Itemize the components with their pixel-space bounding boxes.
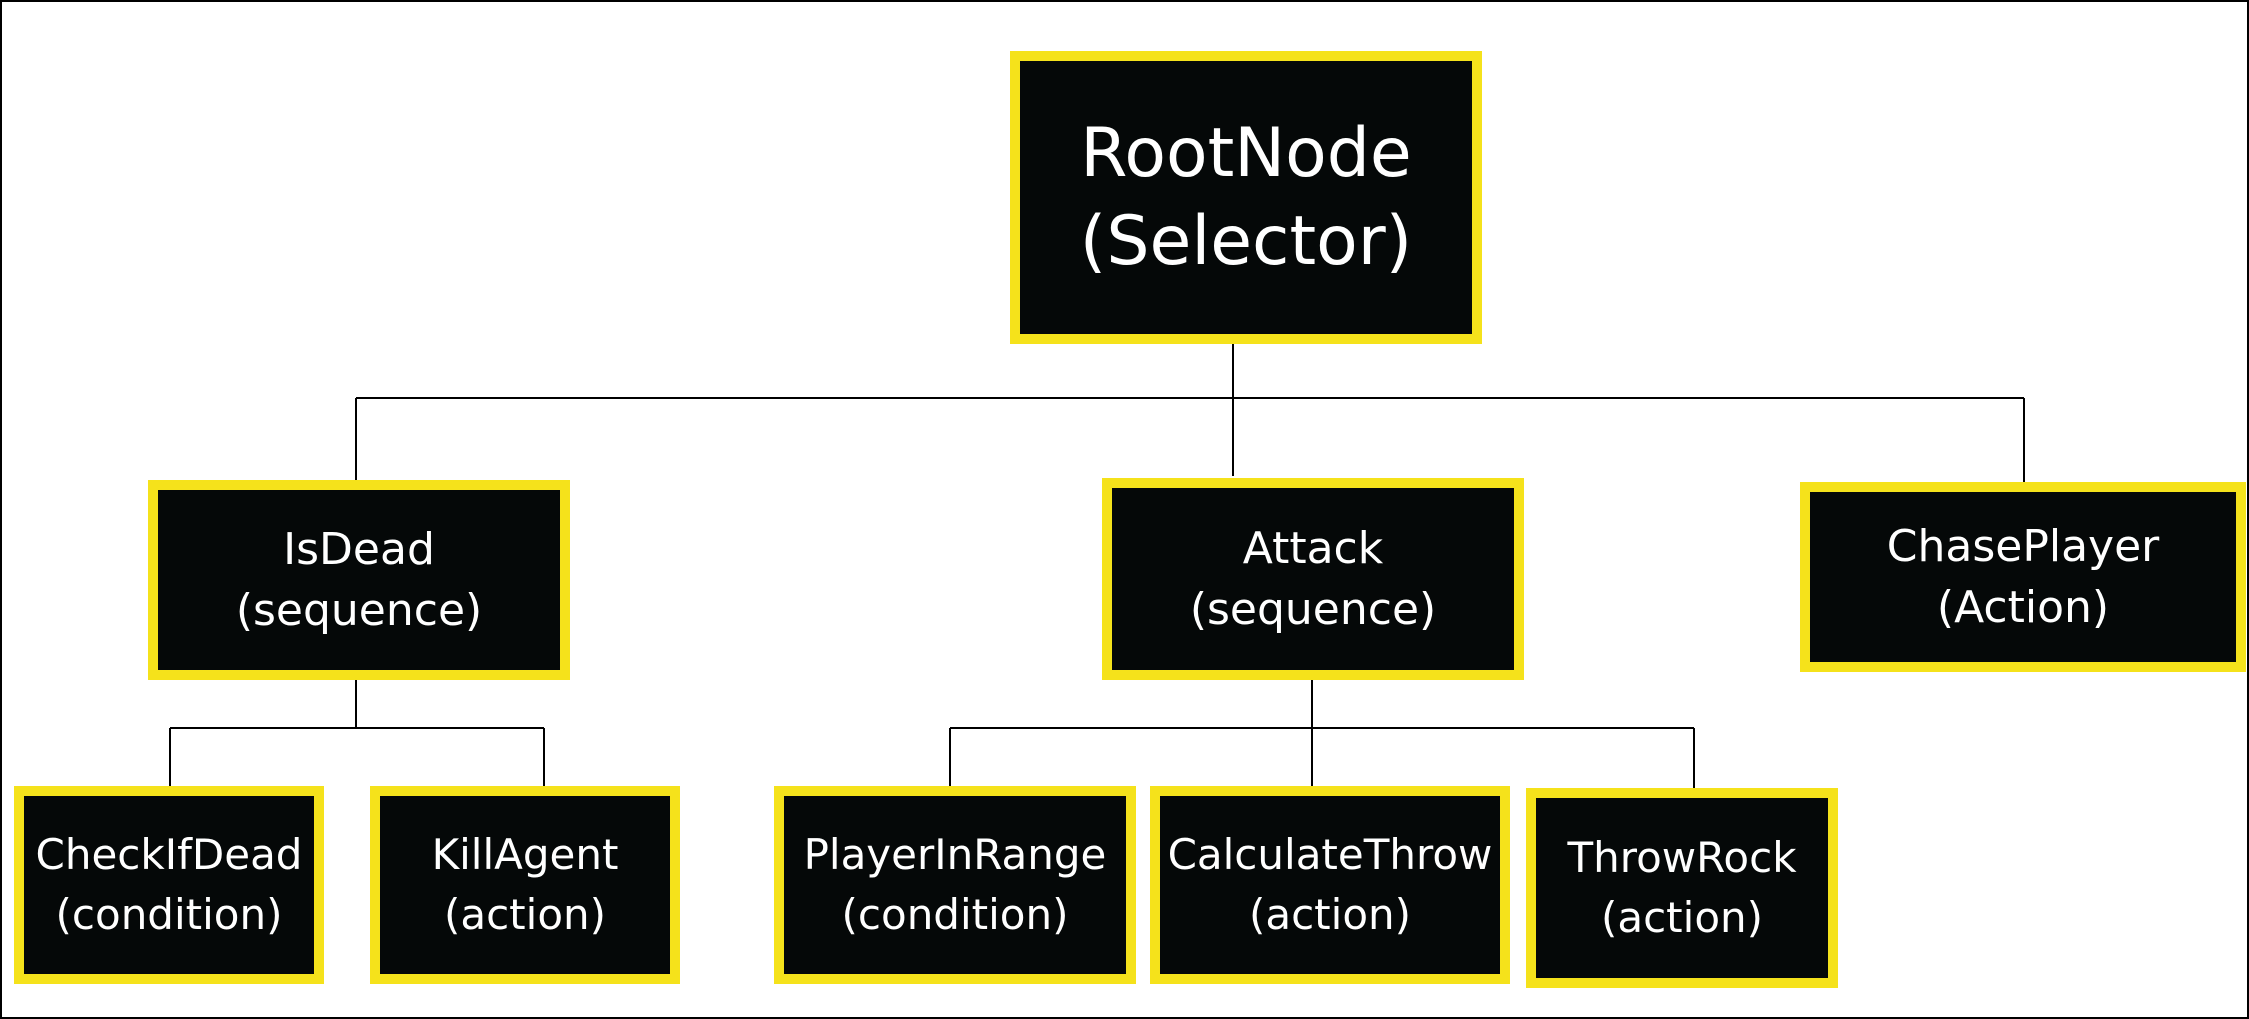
node-root-name: RootNode — [1080, 113, 1412, 193]
node-attack-name: Attack — [1242, 523, 1384, 574]
node-player-in-range-name: PlayerInRange — [803, 830, 1107, 879]
node-is-dead-name: IsDead — [283, 524, 435, 575]
node-throw-rock: ThrowRock (action) — [1526, 788, 1838, 988]
node-player-in-range-type: (condition) — [841, 890, 1069, 939]
node-attack-type: (sequence) — [1189, 584, 1437, 635]
node-root: RootNode (Selector) — [1010, 51, 1482, 344]
node-kill-agent-name: KillAgent — [431, 830, 619, 879]
node-calculate-throw: CalculateThrow (action) — [1150, 786, 1510, 984]
node-throw-rock-type: (action) — [1600, 893, 1764, 942]
node-chase-player-name: ChasePlayer — [1886, 521, 2160, 572]
node-kill-agent-type: (action) — [443, 890, 607, 939]
node-check-if-dead-name: CheckIfDead — [35, 830, 303, 879]
node-check-if-dead: CheckIfDead (condition) — [14, 786, 324, 984]
node-kill-agent: KillAgent (action) — [370, 786, 680, 984]
node-root-type: (Selector) — [1079, 201, 1413, 281]
node-calculate-throw-type: (action) — [1248, 890, 1412, 939]
node-throw-rock-name: ThrowRock — [1567, 833, 1797, 882]
node-calculate-throw-name: CalculateThrow — [1167, 830, 1493, 879]
node-chase-player: ChasePlayer (Action) — [1800, 482, 2246, 672]
node-is-dead-type: (sequence) — [235, 585, 483, 636]
node-chase-player-type: (Action) — [1936, 582, 2110, 633]
node-attack: Attack (sequence) — [1102, 478, 1524, 680]
node-is-dead: IsDead (sequence) — [148, 480, 570, 680]
node-player-in-range: PlayerInRange (condition) — [774, 786, 1136, 984]
node-check-if-dead-type: (condition) — [55, 890, 283, 939]
